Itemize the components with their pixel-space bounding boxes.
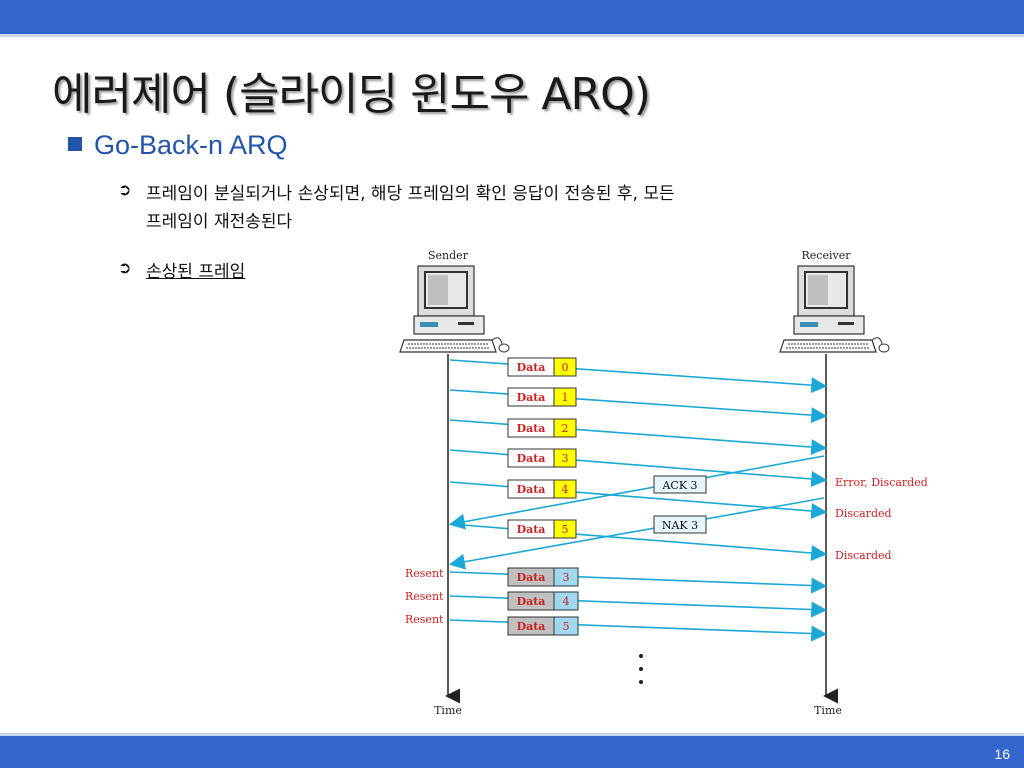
svg-text:Data: Data — [517, 620, 546, 633]
resent-5-arrow — [449, 619, 828, 642]
svg-text:Data: Data — [517, 595, 546, 608]
resent-5-box: Data 5 — [507, 616, 579, 636]
description-line-2: 프레임이 재전송된다 — [146, 212, 293, 232]
svg-text:NAK 3: NAK 3 — [662, 519, 698, 532]
svg-text:3: 3 — [563, 571, 570, 584]
frame-0-arrow — [449, 359, 828, 394]
svg-text:Data: Data — [517, 452, 546, 465]
frame-2-box: Data 2 — [507, 418, 577, 438]
frame-1-box: Data 1 — [507, 387, 577, 407]
top-divider — [0, 34, 1024, 37]
svg-text:4: 4 — [562, 483, 569, 496]
svg-text:5: 5 — [562, 523, 569, 536]
sender-time-label: Time — [434, 704, 462, 717]
svg-text:3: 3 — [562, 452, 569, 465]
frame-1-arrow — [449, 389, 828, 424]
top-bar — [0, 0, 1024, 34]
sender-label: Sender — [428, 249, 469, 262]
frame-5-arrow — [449, 523, 828, 561]
bottom-bar — [0, 736, 1024, 768]
bullet-go-back-n: Go-Back-n ARQ — [68, 130, 288, 161]
resent-label-2: Resent — [405, 590, 444, 603]
svg-text:Data: Data — [517, 361, 546, 374]
continuation-dots — [639, 654, 643, 684]
error-discarded-label: Error, Discarded — [835, 476, 928, 489]
frame-5-box: Data 5 — [507, 519, 577, 539]
page-number: 16 — [994, 746, 1010, 762]
slide-title: 에러제어 (슬라이딩 윈도우 ARQ) — [52, 69, 651, 120]
discarded-label-1: Discarded — [835, 507, 892, 520]
bottom-divider — [0, 733, 1024, 736]
sender-computer-icon — [399, 265, 510, 353]
description-line-1: 프레임이 분실되거나 손상되면, 해당 프레임의 확인 응답이 전송된 후, 모… — [146, 184, 675, 204]
svg-text:5: 5 — [563, 620, 570, 633]
nak-3-arrow — [448, 497, 825, 570]
arrow-bullet-icon: ➲ — [118, 258, 132, 277]
receiver-time-label: Time — [814, 704, 842, 717]
arrow-bullet-icon: ➲ — [118, 180, 132, 199]
resent-3-box: Data 3 — [507, 567, 579, 587]
square-bullet-icon — [68, 137, 82, 151]
svg-text:2: 2 — [562, 422, 569, 435]
receiver-computer-icon — [779, 265, 890, 353]
svg-text:Data: Data — [517, 422, 546, 435]
resent-label-1: Resent — [405, 567, 444, 580]
resent-3-arrow — [449, 571, 828, 594]
frame-4-box: Data 4 — [507, 479, 577, 499]
frame-0-box: Data 0 — [507, 357, 577, 377]
svg-text:0: 0 — [562, 361, 569, 374]
frame-3-box: Data 3 — [507, 448, 577, 468]
svg-text:4: 4 — [563, 595, 570, 608]
frame-2-arrow — [449, 419, 828, 456]
resent-4-arrow — [449, 595, 828, 618]
svg-text:Data: Data — [517, 391, 546, 404]
svg-text:1: 1 — [562, 391, 569, 404]
svg-text:Data: Data — [517, 483, 546, 496]
damaged-frame-link[interactable]: 손상된 프레임 — [146, 262, 246, 282]
svg-text:Data: Data — [517, 571, 546, 584]
resent-4-box: Data 4 — [507, 591, 579, 611]
nak-3-box: NAK 3 — [653, 515, 707, 534]
receiver-label: Receiver — [802, 249, 852, 262]
svg-text:ACK 3: ACK 3 — [661, 479, 697, 492]
discarded-label-2: Discarded — [835, 549, 892, 562]
svg-text:Data: Data — [517, 523, 546, 536]
resent-label-3: Resent — [405, 613, 444, 626]
frame-3-arrow — [449, 449, 828, 487]
bullet-text: Go-Back-n ARQ — [94, 130, 288, 160]
ack-3-box: ACK 3 — [653, 475, 707, 494]
ack-3-arrow — [448, 455, 825, 530]
go-back-n-diagram: Sender Receiver Time Time — [399, 249, 928, 717]
